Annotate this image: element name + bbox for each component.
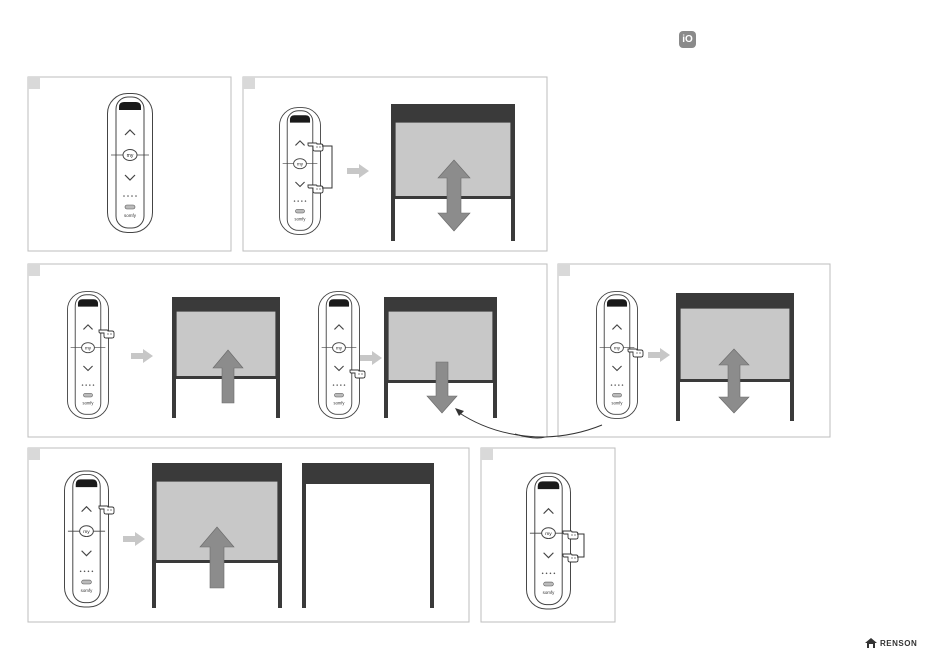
renson-logo: RENSON: [865, 636, 917, 650]
pointing-hand-icon: [628, 349, 643, 357]
screen-unit: [391, 104, 515, 241]
flow-arrow-icon: [347, 164, 369, 178]
step-panel-5: [28, 448, 469, 622]
flow-arrow-icon: [648, 348, 670, 362]
step-number-box: [481, 448, 493, 460]
remote-control-icon: [279, 108, 320, 235]
sequence-connector-arrow: [458, 412, 602, 437]
renson-logo-icon: [865, 638, 877, 648]
screen-unit: [172, 297, 280, 418]
pointing-hand-icon: [563, 554, 578, 562]
remote-control-icon: [526, 473, 570, 609]
remote-control-icon: [64, 471, 108, 607]
remote-control-icon: [67, 292, 108, 419]
step-number-box: [558, 264, 570, 276]
pointing-hand-icon: [563, 531, 578, 539]
step-panel-6: [481, 448, 615, 622]
step-number-box: [28, 264, 40, 276]
step-number-box: [243, 77, 255, 89]
screen-unit: [384, 297, 497, 418]
screen-unit: [302, 463, 434, 608]
flow-arrow-icon: [123, 532, 145, 546]
step-panel-4: [558, 264, 830, 437]
remote-control-icon: [108, 94, 153, 233]
renson-logo-text: RENSON: [880, 639, 917, 648]
step-number-box: [28, 77, 40, 89]
flow-arrow-icon: [131, 349, 153, 363]
step-panel-2: [243, 77, 547, 251]
remote-control-icon: [318, 292, 359, 419]
screen-unit: [676, 293, 794, 421]
flow-arrow-icon: [360, 351, 382, 365]
pointing-hand-icon: [99, 330, 114, 338]
step-panel-1: [28, 77, 231, 251]
step-number-box: [28, 448, 40, 460]
pointing-hand-icon: [350, 370, 365, 378]
pointing-hand-icon: [99, 506, 114, 514]
screen-unit: [152, 463, 282, 608]
remote-control-icon: [596, 292, 637, 419]
step-panel-3: [28, 264, 547, 437]
